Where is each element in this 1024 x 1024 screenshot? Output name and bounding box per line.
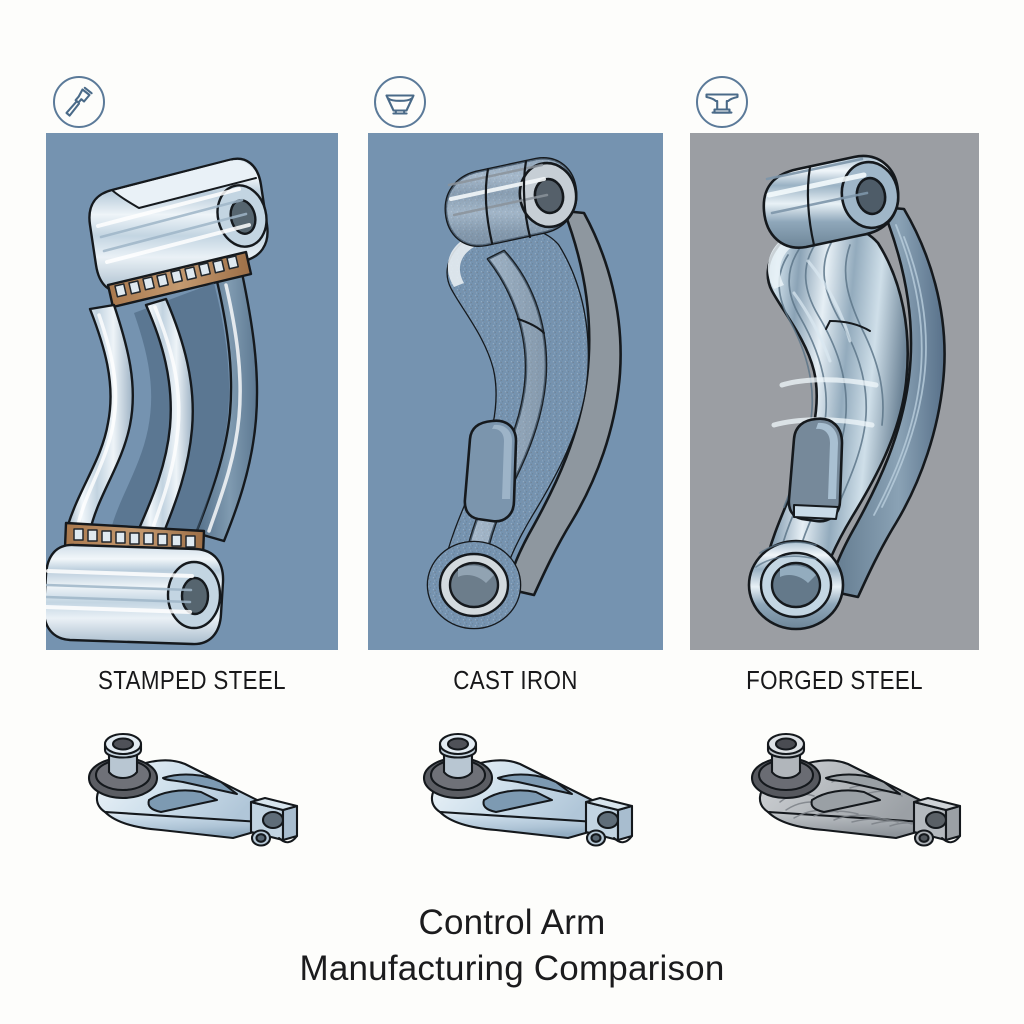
figure-title: Control Arm Manufacturing Comparison (0, 900, 1024, 992)
panel-label-stamped-steel: STAMPED STEEL (98, 665, 286, 695)
small-control-arm-stamped (65, 718, 315, 860)
crucible-icon (372, 74, 428, 130)
hammer-icon (51, 74, 107, 130)
small-control-arm-cast (400, 718, 650, 860)
figure-title-line-2: Manufacturing Comparison (299, 949, 725, 988)
figure-title-line-1: Control Arm (418, 903, 606, 942)
panel-label-cast-iron: CAST IRON (453, 665, 578, 695)
panel-cast-iron (368, 133, 663, 650)
small-control-arm-forged (728, 718, 978, 860)
panel-stamped-steel (46, 133, 338, 650)
panel-forged-steel (690, 133, 979, 650)
panel-label-forged-steel: FORGED STEEL (746, 665, 923, 695)
anvil-icon (694, 74, 750, 130)
